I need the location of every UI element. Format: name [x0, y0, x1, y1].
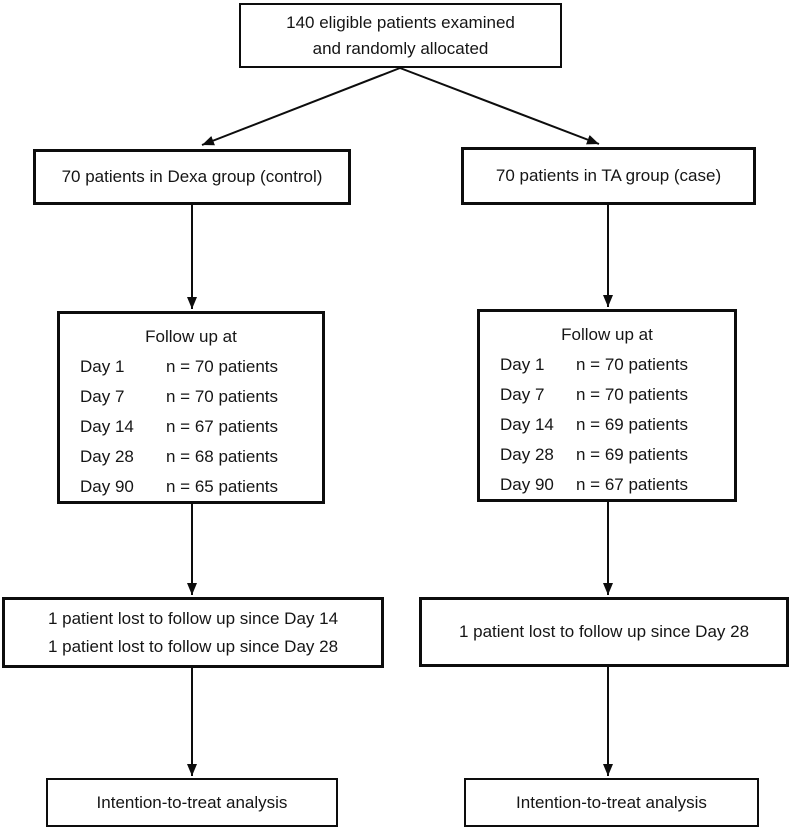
ta-analysis-label: Intention-to-treat analysis	[516, 792, 707, 812]
followup-row: Day 1 n = 70 patients	[80, 352, 322, 382]
dexa-allocation-box: 70 patients in Dexa group (control)	[33, 149, 351, 205]
followup-day: Day 1	[500, 355, 545, 374]
dexa-analysis-label: Intention-to-treat analysis	[96, 792, 288, 812]
ta-allocation-box: 70 patients in TA group (case)	[461, 147, 756, 205]
followup-day: Day 90	[80, 477, 134, 496]
followup-day: Day 7	[500, 385, 545, 404]
followup-row: Day 90 n = 67 patients	[500, 470, 734, 500]
ta-followup-box: Follow up at Day 1 n = 70 patients Day 7…	[477, 309, 737, 502]
ta-allocation-label: 70 patients in TA group (case)	[495, 166, 722, 185]
followup-count: n = 67 patients	[576, 475, 689, 494]
enrollment-box: 140 eligible patients examined and rando…	[239, 3, 562, 68]
dexa-analysis-box: Intention-to-treat analysis	[46, 778, 338, 827]
followup-count: n = 70 patients	[166, 357, 279, 376]
ta-followup-rows: Day 1 n = 70 patients Day 7 n = 70 patie…	[480, 348, 734, 500]
ta-lost-line1: 1 patient lost to follow up since Day 28	[458, 622, 750, 641]
followup-row: Day 28 n = 69 patients	[500, 440, 734, 470]
dexa-lost-line2: 1 patient lost to follow up since Day 28	[47, 636, 339, 656]
dexa-followup-box: Follow up at Day 1 n = 70 patients Day 7…	[57, 311, 325, 504]
followup-count: n = 65 patients	[166, 477, 279, 496]
followup-day: Day 14	[80, 417, 134, 436]
ta-followup-heading: Follow up at	[561, 325, 653, 344]
followup-row: Day 1 n = 70 patients	[500, 350, 734, 380]
followup-day: Day 28	[500, 445, 554, 464]
followup-row: Day 7 n = 70 patients	[500, 380, 734, 410]
followup-row: Day 14 n = 67 patients	[80, 412, 322, 442]
arrow-root-to-dexa	[201, 67, 401, 146]
followup-count: n = 70 patients	[166, 387, 279, 406]
followup-day: Day 14	[500, 415, 554, 434]
followup-row: Day 90 n = 65 patients	[80, 472, 322, 502]
followup-count: n = 69 patients	[576, 415, 689, 434]
followup-row: Day 7 n = 70 patients	[80, 382, 322, 412]
followup-day: Day 28	[80, 447, 134, 466]
followup-count: n = 67 patients	[166, 417, 279, 436]
arrow-root-to-ta	[399, 67, 600, 145]
dexa-followup-heading: Follow up at	[145, 327, 237, 346]
enrollment-line1: 140 eligible patients examined	[286, 12, 515, 32]
dexa-followup-rows: Day 1 n = 70 patients Day 7 n = 70 patie…	[60, 350, 322, 502]
followup-row: Day 14 n = 69 patients	[500, 410, 734, 440]
dexa-allocation-label: 70 patients in Dexa group (control)	[61, 167, 323, 186]
followup-count: n = 70 patients	[576, 385, 689, 404]
ta-lost-box: 1 patient lost to follow up since Day 28	[419, 597, 789, 667]
ta-analysis-box: Intention-to-treat analysis	[464, 778, 759, 827]
dexa-lost-box: 1 patient lost to follow up since Day 14…	[2, 597, 384, 668]
followup-row: Day 28 n = 68 patients	[80, 442, 322, 472]
enrollment-line2: and randomly allocated	[312, 38, 489, 58]
followup-count: n = 69 patients	[576, 445, 689, 464]
followup-count: n = 70 patients	[576, 355, 689, 374]
dexa-lost-line1: 1 patient lost to follow up since Day 14	[47, 608, 339, 628]
followup-day: Day 1	[80, 357, 125, 376]
followup-day: Day 90	[500, 475, 554, 494]
followup-day: Day 7	[80, 387, 125, 406]
followup-count: n = 68 patients	[166, 447, 279, 466]
